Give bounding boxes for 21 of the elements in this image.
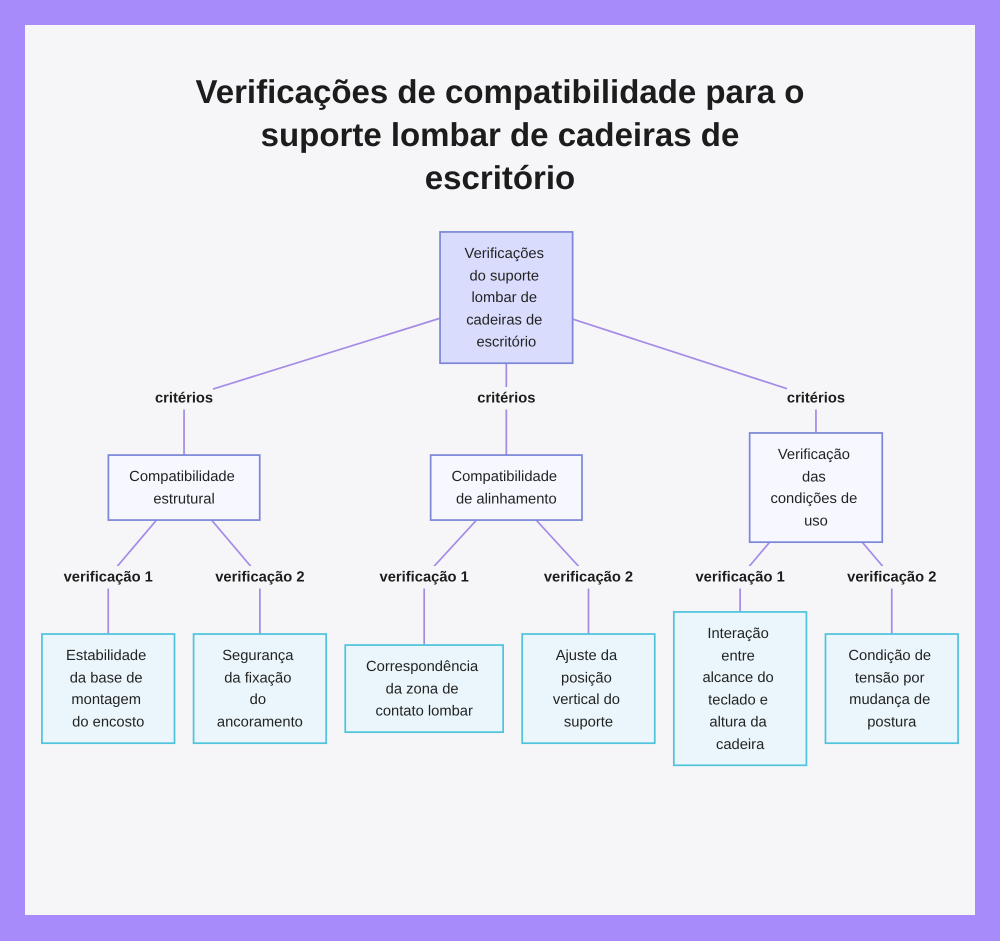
- edge-label: critérios: [154, 390, 214, 406]
- edge-label: critérios: [477, 390, 536, 406]
- edge-label: verificação 1: [64, 568, 153, 586]
- node-box: [672, 611, 808, 766]
- node-box: [748, 432, 884, 544]
- node-box: [824, 633, 959, 744]
- edge-label: verificação 2: [544, 568, 634, 586]
- edge-label: verificação 2: [847, 568, 936, 586]
- node-box: [521, 633, 656, 744]
- edge-label: verificação 2: [215, 568, 305, 586]
- edge-label: verificação 1: [695, 568, 785, 586]
- node-box: [439, 231, 574, 364]
- diagram-title: Verificações de compatibilidade para o suporte lombar de cadeiras de escritório: [195, 72, 805, 198]
- node-box: [430, 454, 583, 521]
- tree-diagram: critérios critérios critérios verificação 1 verificação 2 verificação 1 verificação 2 verificação 1 verificação 2 Verificações do suporte lombar de cadeiras de escritório Compatibilidade estrutural Compatibilidade de alinhamento Verificação das condições de uso Estabilidade da base de montagem do encosto Segurança da fixação do ancoramento Correspondência da zona de contato lombar Ajuste da posição vertical do suporte Interação entre alcance do teclado e altura da cadeira Condição de tensão por mudança de postura: [35, 225, 965, 895]
- edge-label: critérios: [786, 390, 846, 406]
- node-box: [344, 644, 504, 734]
- node-box: [41, 633, 176, 744]
- node-box: [192, 633, 328, 744]
- edge-label: verificação 1: [380, 568, 469, 586]
- node-box: [108, 454, 261, 521]
